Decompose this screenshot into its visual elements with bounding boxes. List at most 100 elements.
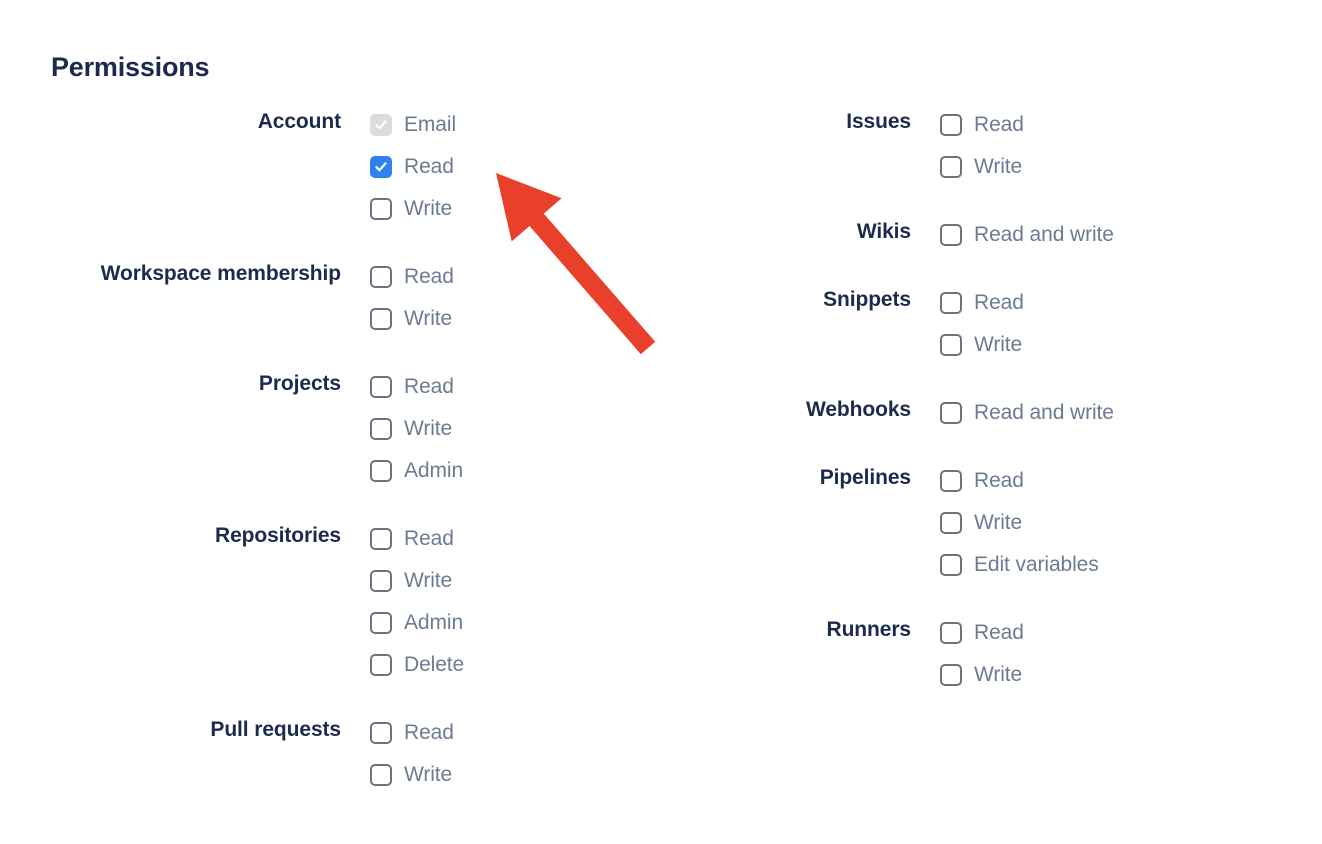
- checkbox-unchecked-icon[interactable]: [370, 376, 392, 398]
- permission-option-issues-write[interactable]: Write: [940, 146, 1024, 188]
- permission-option-pull-requests-read[interactable]: Read: [370, 712, 454, 754]
- permission-option-label: Admin: [404, 611, 464, 634]
- permission-option-label: Read: [404, 375, 454, 398]
- permission-option-projects-read[interactable]: Read: [370, 366, 463, 408]
- permission-option-label: Read and write: [974, 223, 1114, 246]
- checkbox-unchecked-icon[interactable]: [370, 418, 392, 440]
- checkbox-unchecked-icon[interactable]: [940, 224, 962, 246]
- permission-option-pipelines-edit-variables[interactable]: Edit variables: [940, 544, 1099, 586]
- checkbox-unchecked-icon[interactable]: [370, 570, 392, 592]
- permission-option-account-read[interactable]: Read: [370, 146, 456, 188]
- checkbox-unchecked-icon[interactable]: [940, 470, 962, 492]
- checkbox-unchecked-icon[interactable]: [940, 554, 962, 576]
- checkbox-disabled-checked-icon: [370, 114, 392, 136]
- permission-option-repositories-write[interactable]: Write: [370, 560, 464, 602]
- permission-option-snippets-read[interactable]: Read: [940, 282, 1024, 324]
- permission-option-label: Read: [974, 113, 1024, 136]
- permission-group-label: Webhooks: [806, 398, 911, 421]
- permission-group-label: Pipelines: [819, 466, 911, 489]
- checkbox-unchecked-icon[interactable]: [940, 622, 962, 644]
- permission-group-label: Workspace membership: [100, 262, 341, 285]
- permission-option-label: Write: [974, 663, 1023, 686]
- checkbox-unchecked-icon[interactable]: [370, 460, 392, 482]
- checkbox-unchecked-icon[interactable]: [370, 308, 392, 330]
- permission-group-label: Snippets: [823, 288, 911, 311]
- permission-group-label: Pull requests: [210, 718, 341, 741]
- permission-option-runners-read[interactable]: Read: [940, 612, 1024, 654]
- checkbox-checked-icon[interactable]: [370, 156, 392, 178]
- checkbox-unchecked-icon[interactable]: [370, 198, 392, 220]
- permission-option-pull-requests-write[interactable]: Write: [370, 754, 454, 796]
- permission-option-label: Edit variables: [974, 553, 1099, 576]
- checkbox-unchecked-icon[interactable]: [370, 722, 392, 744]
- permission-option-label: Write: [974, 511, 1023, 534]
- permission-option-wikis-read-and-write[interactable]: Read and write: [940, 214, 1114, 256]
- checkbox-unchecked-icon[interactable]: [940, 334, 962, 356]
- permission-group-label: Issues: [846, 110, 911, 133]
- permission-option-account-email: Email: [370, 104, 456, 146]
- permission-option-repositories-read[interactable]: Read: [370, 518, 464, 560]
- permission-option-label: Write: [404, 417, 453, 440]
- checkbox-unchecked-icon[interactable]: [940, 292, 962, 314]
- permission-option-pipelines-read[interactable]: Read: [940, 460, 1099, 502]
- checkbox-unchecked-icon[interactable]: [940, 114, 962, 136]
- checkbox-unchecked-icon[interactable]: [940, 664, 962, 686]
- permission-option-label: Read: [404, 265, 454, 288]
- permission-option-label: Read: [404, 527, 454, 550]
- permission-option-list: Read and write: [911, 392, 1114, 434]
- permission-option-pipelines-write[interactable]: Write: [940, 502, 1099, 544]
- permission-group-label: Account: [257, 110, 341, 133]
- permission-group-webhooks: Webhooks Read and write: [600, 392, 1322, 434]
- permission-option-projects-write[interactable]: Write: [370, 408, 463, 450]
- permission-group-label: Runners: [826, 618, 912, 641]
- permission-option-label: Write: [974, 155, 1023, 178]
- permission-group-label: Repositories: [215, 524, 341, 547]
- permission-option-webhooks-read-and-write[interactable]: Read and write: [940, 392, 1114, 434]
- permission-option-issues-read[interactable]: Read: [940, 104, 1024, 146]
- permission-option-repositories-admin[interactable]: Admin: [370, 602, 464, 644]
- checkbox-unchecked-icon[interactable]: [940, 156, 962, 178]
- checkbox-unchecked-icon[interactable]: [370, 764, 392, 786]
- permission-option-account-write[interactable]: Write: [370, 188, 456, 230]
- checkbox-unchecked-icon[interactable]: [370, 654, 392, 676]
- permission-option-label: Delete: [404, 653, 465, 676]
- checkbox-unchecked-icon[interactable]: [940, 512, 962, 534]
- permission-option-label: Write: [404, 197, 453, 220]
- permission-option-workspace-membership-read[interactable]: Read: [370, 256, 454, 298]
- permission-option-workspace-membership-write[interactable]: Write: [370, 298, 454, 340]
- checkbox-unchecked-icon[interactable]: [940, 402, 962, 424]
- checkbox-unchecked-icon[interactable]: [370, 266, 392, 288]
- permission-option-label: Read: [974, 291, 1024, 314]
- permission-option-label: Write: [404, 763, 453, 786]
- permission-option-runners-write[interactable]: Write: [940, 654, 1024, 696]
- permission-option-snippets-write[interactable]: Write: [940, 324, 1024, 366]
- permission-option-projects-admin[interactable]: Admin: [370, 450, 463, 492]
- page-title: Permissions: [51, 52, 210, 82]
- permission-option-label: Read: [404, 721, 454, 744]
- checkbox-unchecked-icon[interactable]: [370, 528, 392, 550]
- permission-option-label: Write: [404, 569, 453, 592]
- checkbox-unchecked-icon[interactable]: [370, 612, 392, 634]
- permission-option-repositories-delete[interactable]: Delete: [370, 644, 464, 686]
- permission-option-label: Email: [404, 113, 457, 136]
- permission-option-label: Write: [974, 333, 1023, 356]
